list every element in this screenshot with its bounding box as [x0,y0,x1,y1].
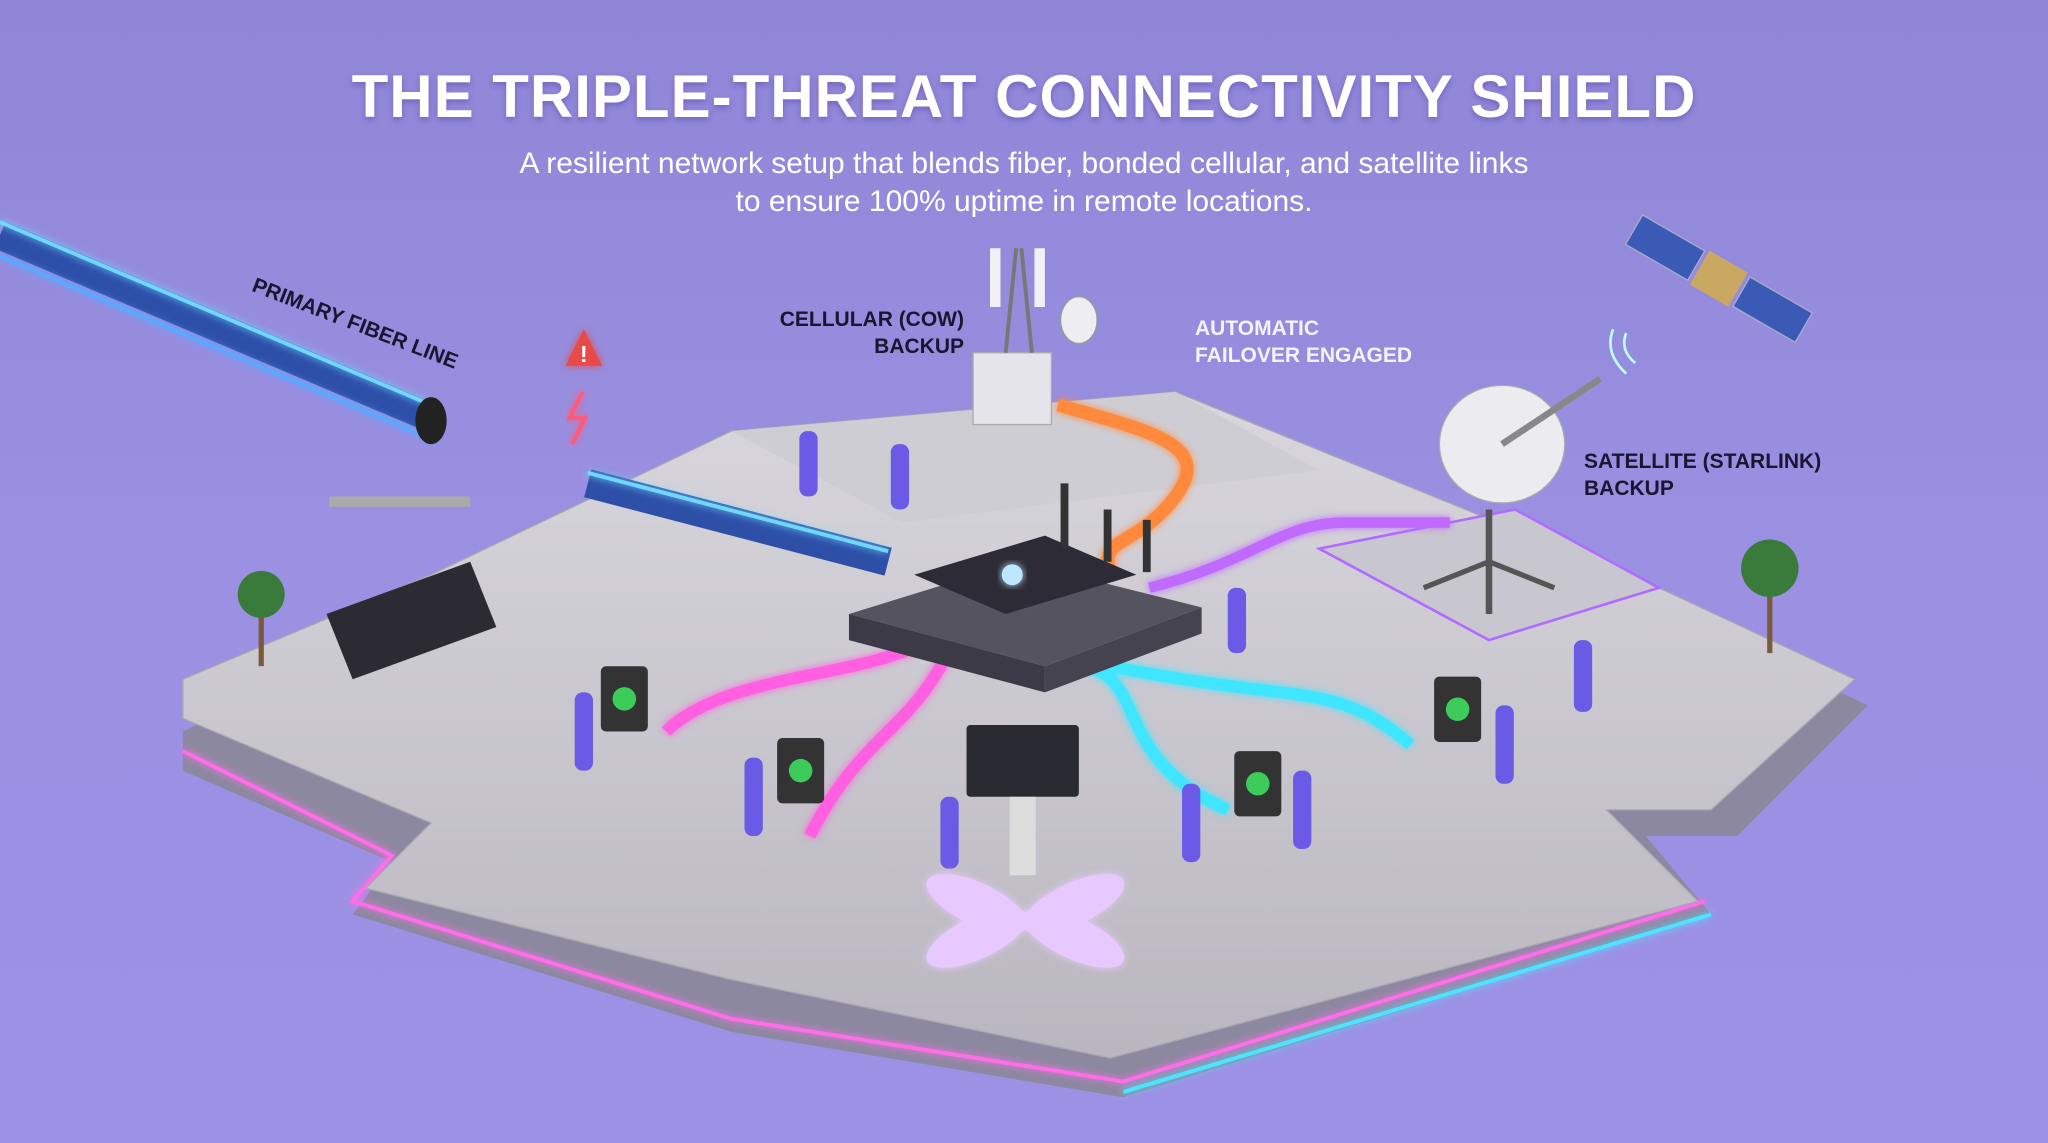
subtitle-line-1: A resilient network setup that blends fi… [519,147,1529,180]
people-figures [574,431,1593,869]
subtitle-line-2: to ensure 100% uptime in remote location… [735,185,1313,218]
satellite-icon [1624,214,1814,344]
palm-trees [237,539,1799,667]
satellite-dish-icon [1422,376,1602,614]
satellite-cable [1148,517,1450,593]
floor-logo [926,873,1125,968]
cell-tower-icon [972,248,1098,426]
failover-label: AUTOMATIC FAILOVER ENGAGED [1195,315,1412,369]
warning-icon: ! [565,329,603,367]
failover-label-line-1: AUTOMATIC [1195,317,1320,340]
cellular-label-line-1: CELLULAR (COW) [779,308,964,331]
satellite-label-line-1: SATELLITE (STARLINK) [1584,450,1822,473]
svg-text:!: ! [580,341,588,367]
signal-waves-icon [1609,328,1637,375]
stage [326,496,497,680]
satellite-label: SATELLITE (STARLINK) BACKUP [1584,448,1821,502]
page-title: THE TRIPLE-THREAT CONNECTIVITY SHIELD [351,63,1697,130]
lightning-icon [566,391,589,446]
cellular-label-line-2: BACKUP [874,335,964,358]
satellite-label-line-2: BACKUP [1584,477,1674,500]
router-icon [848,483,1202,693]
cellular-label: CELLULAR (COW) BACKUP [740,306,964,360]
cellular-cable [1056,398,1194,577]
kiosk-check-icon [600,666,1482,876]
primary-fiber-cable [0,220,892,576]
page-subtitle: A resilient network setup that blends fi… [0,145,2048,221]
failover-label-line-2: FAILOVER ENGAGED [1195,344,1413,367]
